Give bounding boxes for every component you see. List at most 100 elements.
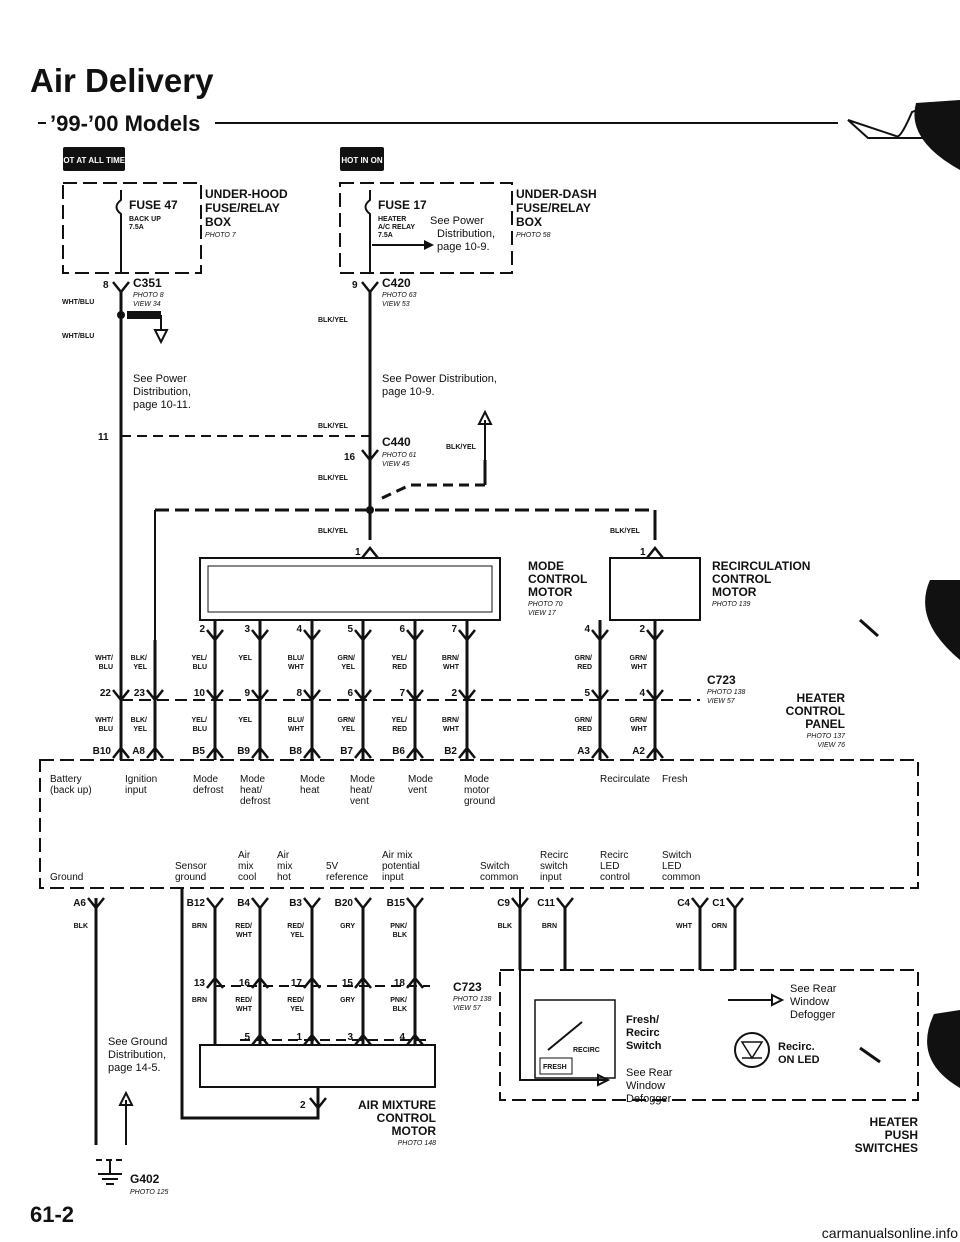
fuse17-up-arrow [477, 409, 493, 460]
wire-label-upper-7: BRN/ [442, 655, 459, 662]
inline-pin-top-1: 16 [239, 978, 251, 989]
defogger-right-3: Defogger [790, 1009, 836, 1021]
inline-pin-bottom-3: 4 [399, 1032, 405, 1043]
c723-top-label: C723 [707, 673, 736, 687]
push-switches-box [499, 969, 919, 1101]
panel-func-row1-6: Mode [408, 774, 433, 785]
wire-label-upper-1: BLK/ [131, 655, 147, 662]
lower-wire-label2-2: WHT [236, 1006, 253, 1013]
inline-pin-symbol-4 [406, 975, 424, 989]
inline-pin-symbol-2 [303, 975, 321, 989]
panel-func-row1-2: Mode [193, 774, 218, 785]
wire-label-upper-6: RED [392, 664, 407, 671]
motor-pin-2: 2 [199, 624, 205, 635]
lower-wire-label-5: PNK/ [390, 923, 407, 930]
mode-motor-label-1: MODE [528, 559, 564, 573]
defogger-right-1: See Rear [790, 983, 837, 995]
wire-label-lower-9: WHT [631, 726, 648, 733]
switch-label-2: Recirc [626, 1027, 660, 1039]
wire-label-upper-9: GRN/ [630, 655, 648, 662]
fuse17-side-note-3: page 10-9. [437, 241, 490, 253]
wire-label-lower-8: RED [577, 726, 592, 733]
wire-label-lower-7: BRN/ [442, 717, 459, 724]
underdash-box-photo: PHOTO 58 [516, 232, 551, 239]
c723-pin-bottom-2: B5 [192, 746, 205, 757]
motor-pin-symbol-4 [303, 629, 321, 643]
inline-pin-symbol-3 [354, 975, 372, 989]
panel-func-row2-3: mix [277, 861, 293, 872]
wire-label-lower-4: WHT [288, 726, 305, 733]
panel-pin-symbol-0 [112, 745, 130, 759]
wire-label-upper-0: WHT/ [95, 655, 113, 662]
mode-motor-label-2: CONTROL [528, 572, 587, 586]
c723-pin-bottom-1: A8 [132, 746, 145, 757]
underhood-box-name-2: FUSE/RELAY [205, 201, 280, 215]
heater-panel-label-3: PANEL [805, 717, 845, 731]
air-mix-motor-pin: 2 [300, 1100, 306, 1111]
fuse47-desc-2: 7.5A [129, 224, 144, 231]
panel-func-row2-4: reference [326, 872, 369, 883]
wire-label-upper-4: WHT [288, 664, 305, 671]
wire-label-lower-1: YEL [133, 726, 147, 733]
c440-label: C440 [382, 435, 411, 449]
heater-panel-ref-1: PHOTO 137 [807, 733, 846, 740]
panel-func-row2-8: LED [600, 861, 619, 872]
motor-pin-3: 3 [244, 624, 250, 635]
c351-connector-symbol [112, 281, 130, 295]
fuse17-label: FUSE 17 [378, 198, 427, 212]
air-mix-motor-pin-symbol [309, 1097, 327, 1111]
lower-pin-6: C9 [497, 898, 510, 909]
lower-wire-label-1: BRN [192, 923, 207, 930]
panel-func-row2-1: Sensor [175, 861, 207, 872]
defogger-left-3: Defogger [626, 1093, 672, 1105]
inline-pin-top-3: 15 [342, 978, 354, 989]
underhood-box-name-1: UNDER-HOOD [205, 187, 288, 201]
motor-pin-symbol-8 [591, 629, 609, 643]
fuse47-pin2: 11 [98, 432, 109, 443]
bus-junction [366, 506, 374, 514]
wire-label-upper-7: WHT [443, 664, 460, 671]
c351-label: C351 [133, 276, 162, 290]
c723-pin-bottom-6: B6 [392, 746, 405, 757]
motor-pin-6: 6 [399, 624, 405, 635]
fuse17-side-note-2: Distribution, [437, 228, 495, 240]
motor-pin-7: 7 [451, 624, 457, 635]
lower-wire-label-3: YEL [290, 932, 304, 939]
c723-lower-ref-2: VIEW 57 [453, 1005, 482, 1012]
push-switches-title-2: PUSH [885, 1128, 918, 1142]
underdash-box-name-2: FUSE/RELAY [516, 201, 591, 215]
mid-wire-columns: WHT/BLU22WHT/BLUB10BLK/YEL23BLK/YELA82YE… [93, 620, 700, 760]
wire-label-blk-yel-5: BLK/YEL [318, 528, 349, 535]
recirc-switch-text: RECIRC [573, 1047, 600, 1054]
motor-pin-5: 5 [347, 624, 353, 635]
fresh-switch-text: FRESH [543, 1064, 567, 1071]
panel-func-row2-7: switch [540, 861, 568, 872]
air-mix-motor-label-1: AIR MIXTURE [358, 1098, 436, 1112]
heater-panel-ref-2: VIEW 76 [817, 742, 845, 749]
motor-pin-symbol-3 [251, 629, 269, 643]
wire-label-lower-6: RED [392, 726, 407, 733]
panel-func-row1-3: heat/ [240, 785, 262, 796]
recirc-switch-contact [547, 1021, 583, 1051]
lower-wire-label-8: WHT [676, 923, 693, 930]
inline-pin-symbol-0 [206, 975, 224, 989]
defogger-left-1: See Rear [626, 1067, 673, 1079]
led-label-1: Recirc. [778, 1041, 815, 1053]
panel-pin-symbol-2 [206, 745, 224, 759]
c723-top-ref-2: VIEW 57 [707, 698, 736, 705]
c723-pin-bottom-4: B8 [289, 746, 302, 757]
led-label-2: ON LED [778, 1054, 820, 1066]
c723-pin-top-2: 10 [194, 688, 206, 699]
panel-func-row2-7: Recirc [540, 850, 568, 861]
lower-pin-0: A6 [73, 898, 86, 909]
ground-label: G402 [130, 1172, 160, 1186]
panel-func-row1-1: input [125, 785, 147, 796]
ground-note-1: See Ground [108, 1036, 167, 1048]
mode-motor-ref-2: VIEW 17 [528, 610, 557, 617]
wire-label-upper-6: YEL/ [391, 655, 407, 662]
mode-motor-pin1-symbol [361, 545, 379, 559]
heater-panel-label-1: HEATER [797, 691, 846, 705]
c723-pin-bottom-5: B7 [340, 746, 353, 757]
inline-pin-symbol-1 [251, 975, 269, 989]
fuse17-desc-1: HEATER [378, 216, 406, 223]
